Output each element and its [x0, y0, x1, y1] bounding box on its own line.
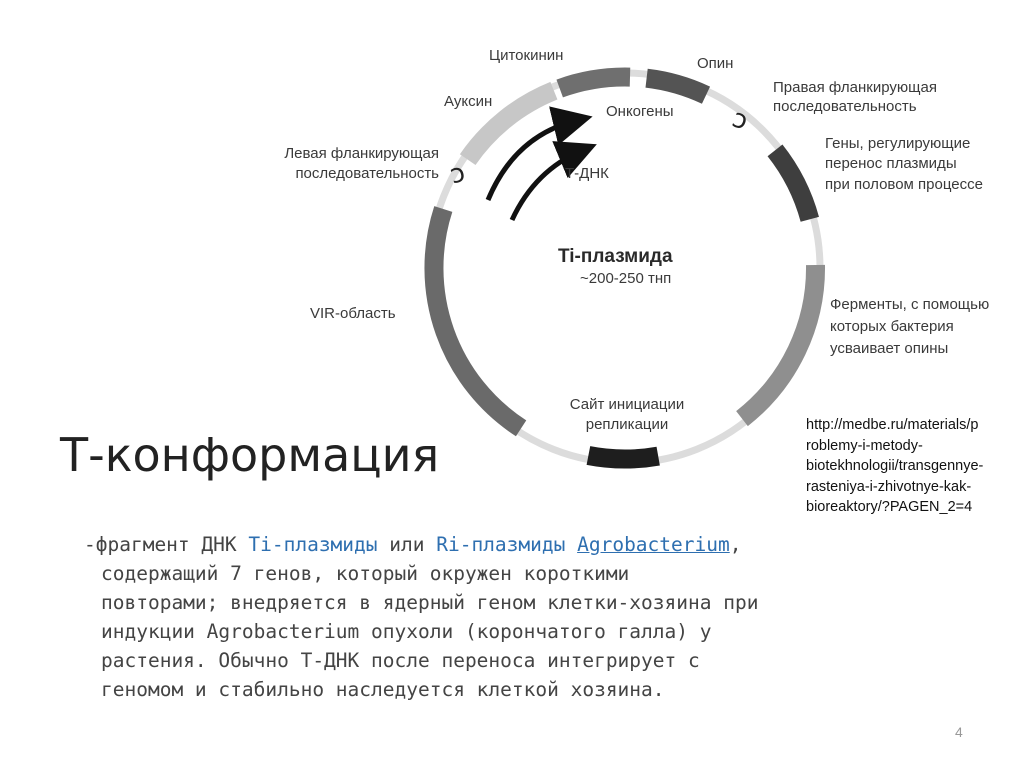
source-url-line: rasteniya-i-zhivotnye-kak- [806, 478, 972, 495]
label-left-flank-2: последовательность [295, 165, 439, 182]
label-transfer-genes-3: при половом процессе [825, 176, 983, 193]
source-url: http://medbe.ru/materials/p roblemy-i-me… [806, 415, 1020, 518]
label-transfer-genes-2: перенос плазмиды [825, 155, 957, 172]
source-url-line: roblemy-i-metody- [806, 437, 923, 454]
label-enzymes-2: которых бактерия [830, 318, 954, 335]
label-right-flank-1: Правая фланкирующая [773, 79, 937, 96]
label-cytokinin: Цитокинин [489, 47, 563, 64]
label-replication-2: репликации [586, 416, 669, 433]
label-vir: VIR-область [310, 305, 396, 322]
definition-text: -фрагмент ДНК Ti-плазмиды или Ri-плазмид… [84, 530, 984, 704]
slide-title: Т-конформация [60, 428, 440, 482]
definition-line: геномом и стабильно наследуется клеткой … [101, 678, 665, 701]
oncogenes-arrow [485, 106, 593, 201]
definition-prefix: -фрагмент ДНК [84, 533, 249, 556]
label-replication-1: Сайт инициации [570, 396, 684, 413]
agrobacterium-link[interactable]: Agrobacterium [577, 533, 730, 556]
label-oncogenes: Онкогены [606, 103, 674, 120]
definition-line: содержащий 7 генов, который окружен коро… [101, 562, 630, 585]
label-left-flank-1: Левая фланкирующая [284, 145, 439, 162]
label-auxin: Ауксин [444, 93, 492, 110]
definition-comma: , [729, 533, 742, 556]
definition-or: или [377, 533, 437, 556]
definition-line: индукции Agrobacterium опухоли (корончат… [101, 620, 712, 643]
label-transfer-genes-1: Гены, регулирующие [825, 135, 970, 152]
segment-cytokinin [556, 67, 631, 98]
page-number: 4 [955, 724, 963, 740]
label-enzymes-1: Ферменты, с помощью [830, 296, 989, 313]
segment-opine [645, 68, 711, 104]
source-url-line: http://medbe.ru/materials/p [806, 417, 979, 433]
segment-enzymes [736, 264, 826, 427]
definition-space [565, 533, 577, 556]
label-tdna: Т-ДНК [565, 165, 609, 182]
ti-plasmid-term: Ti-плазмиды [248, 533, 378, 556]
center-subtitle: ~200-250 тнп [580, 270, 671, 287]
source-url-line: bioreaktory/?PAGEN_2=4 [806, 499, 973, 515]
source-url-line: biotekhnologii/transgennye- [806, 458, 984, 474]
definition-line: растения. Обычно Т-ДНК после переноса ин… [101, 649, 700, 672]
definition-line: повторами; внедряется в ядерный геном кл… [101, 591, 759, 614]
segment-vir [424, 206, 527, 437]
tdna-arrow [509, 141, 597, 222]
center-title: Ti-плазмида [558, 246, 673, 267]
segment-transfer-genes [767, 144, 819, 222]
segment-auxin [459, 81, 558, 166]
label-opine: Опин [697, 55, 733, 72]
definition-first-line: -фрагмент ДНК Ti-плазмиды или Ri-плазмид… [84, 530, 984, 559]
label-enzymes-3: усваивает опины [830, 340, 948, 357]
ri-plasmid-term: Ri-плазмиды [436, 533, 566, 556]
segment-replication-origin [586, 446, 660, 469]
label-right-flank-2: последовательность [773, 98, 917, 115]
